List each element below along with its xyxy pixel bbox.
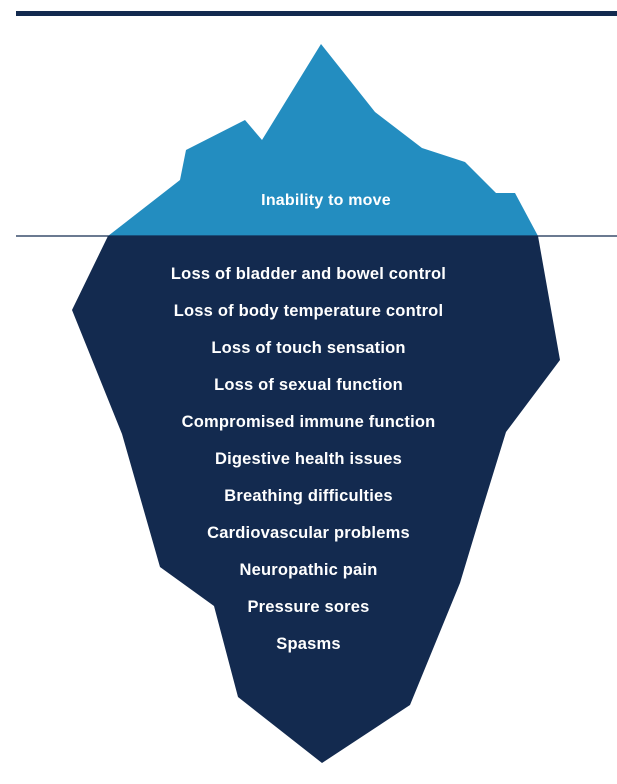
hidden-symptom-item: Loss of touch sensation	[0, 339, 617, 358]
hidden-symptom-item: Digestive health issues	[0, 450, 617, 469]
hidden-symptom-item: Pressure sores	[0, 598, 617, 617]
hidden-symptom-item: Neuropathic pain	[0, 561, 617, 580]
hidden-symptom-item: Breathing difficulties	[0, 487, 617, 506]
hidden-symptom-item: Cardiovascular problems	[0, 524, 617, 543]
hidden-symptom-item: Loss of body temperature control	[0, 302, 617, 321]
hidden-symptom-item: Loss of bladder and bowel control	[0, 265, 617, 284]
hidden-symptom-item: Compromised immune function	[0, 413, 617, 432]
hidden-symptom-item: Loss of sexual function	[0, 376, 617, 395]
hidden-symptom-item: Spasms	[0, 635, 617, 654]
